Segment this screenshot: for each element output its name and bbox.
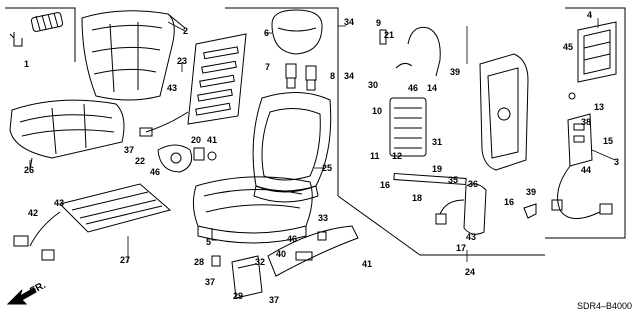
- callout-46a: 46: [150, 167, 161, 177]
- callout-3: 3: [614, 157, 620, 167]
- part-28-clip: [211, 255, 221, 267]
- callout-11: 11: [370, 151, 380, 161]
- callout-37a: 37: [124, 145, 135, 155]
- frame-box-1: [5, 7, 76, 62]
- callout-39a: 39: [450, 67, 461, 77]
- callout-25: 25: [322, 163, 333, 173]
- leader-lines: [29, 18, 616, 262]
- callout-27: 27: [120, 255, 131, 265]
- callout-28: 28: [194, 257, 205, 267]
- callout-33: 33: [318, 213, 329, 223]
- part-23-back-pad: [139, 33, 247, 137]
- callout-43c: 43: [466, 232, 477, 242]
- frame-box-6: [225, 7, 339, 196]
- callout-6: 6: [264, 28, 270, 38]
- callout-34a: 34: [344, 17, 355, 27]
- part-2-seatback-cover: [81, 10, 186, 101]
- part-12-lumbar-support: [389, 97, 427, 157]
- callout-10: 10: [372, 106, 383, 116]
- part-39-clip: [523, 203, 537, 219]
- callout-39b: 39: [526, 187, 537, 197]
- callout-37c: 37: [269, 295, 280, 305]
- callout-43a: 43: [167, 83, 178, 93]
- callout-38: 38: [581, 117, 592, 127]
- part-6-headrest: [271, 9, 323, 55]
- callout-41b: 41: [362, 259, 373, 269]
- callout-46c: 46: [408, 83, 419, 93]
- callout-15: 15: [603, 136, 614, 146]
- callout-32: 32: [255, 257, 266, 267]
- part-18-bar: [393, 172, 467, 186]
- callout-40: 40: [276, 249, 287, 259]
- callout-5: 5: [206, 237, 212, 247]
- callout-23: 23: [177, 56, 188, 66]
- callout-20: 20: [191, 135, 202, 145]
- part-1-clips: [9, 12, 64, 47]
- callout-12: 12: [392, 151, 403, 161]
- callout-44: 44: [581, 165, 592, 175]
- callout-7: 7: [265, 62, 271, 72]
- part-14-back-frame: [479, 53, 529, 171]
- part-17-recliner-mechanism: [435, 183, 487, 235]
- callout-13: 13: [594, 102, 605, 112]
- front-arrow-icon: [6, 287, 37, 305]
- callout-30: 30: [368, 80, 379, 90]
- part-32-side-trim: [267, 225, 359, 277]
- frame-box-24: [337, 195, 545, 256]
- part-7-8-headrest-guides: [285, 63, 317, 91]
- part-22-recline-cover: [157, 144, 193, 173]
- seat-cushion-assembly: [192, 176, 313, 244]
- callout-9: 9: [376, 18, 382, 28]
- callout-17: 17: [456, 243, 467, 253]
- diagram-code: SDR4–B4000: [576, 301, 632, 311]
- part-5-hook: [211, 228, 218, 241]
- callout-1: 1: [24, 59, 30, 69]
- callout-24: 24: [465, 267, 476, 277]
- callout-42: 42: [28, 208, 39, 218]
- callout-35: 35: [448, 175, 459, 185]
- part-4-back-board: [568, 21, 617, 100]
- callout-26: 26: [24, 165, 35, 175]
- callout-34b: 34: [344, 71, 355, 81]
- callout-31: 31: [432, 137, 443, 147]
- callout-18: 18: [412, 193, 423, 203]
- callout-41a: 41: [207, 135, 218, 145]
- callout-4: 4: [587, 10, 593, 20]
- callout-43b: 43: [54, 198, 65, 208]
- callout-22: 22: [135, 156, 146, 166]
- callout-45: 45: [563, 42, 574, 52]
- callout-37b: 37: [205, 277, 216, 287]
- callout-29: 29: [233, 291, 244, 301]
- frame-box-4: [545, 7, 626, 239]
- callout-8: 8: [330, 71, 336, 81]
- callout-14: 14: [427, 83, 438, 93]
- callout-2: 2: [183, 26, 189, 36]
- part-9-21-cable: [379, 26, 441, 77]
- part-25-seatback-assembly: [252, 91, 332, 203]
- part-29-knob: [231, 255, 263, 299]
- part-26-cushion-cover: [9, 99, 125, 171]
- callout-16b: 16: [504, 197, 515, 207]
- part-27-cushion-frame: [13, 183, 172, 261]
- part-20-clip: [193, 147, 205, 161]
- callout-36: 36: [468, 179, 479, 189]
- part-3-controller: [551, 113, 613, 219]
- part-41-bolt-upper: [207, 151, 217, 161]
- callout-16a: 16: [380, 180, 391, 190]
- callout-21: 21: [384, 30, 395, 40]
- callout-46b: 46: [287, 234, 298, 244]
- callout-19: 19: [432, 164, 443, 174]
